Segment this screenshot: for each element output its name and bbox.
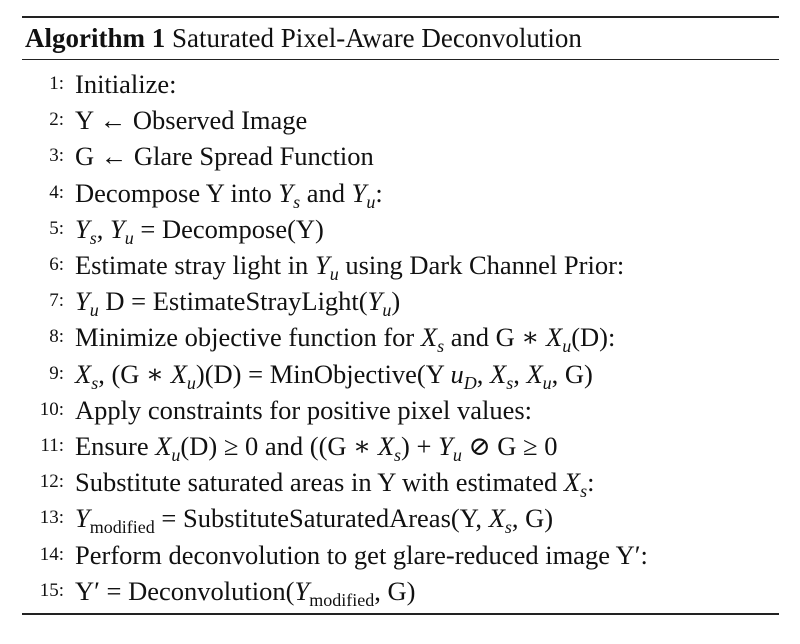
line-number: 3: bbox=[49, 145, 64, 167]
line-text: Ymodified = SubstituteSaturatedAreas(Y, … bbox=[75, 503, 554, 538]
line-text: Y′ = Deconvolution(Ymodified, G) bbox=[75, 575, 416, 610]
line-text: Yu D = EstimateStrayLight(Yu) bbox=[75, 286, 401, 320]
line-number: 1: bbox=[49, 73, 64, 94]
line-number: 9: bbox=[49, 362, 64, 384]
line-text: Minimize objective function for Xs and G… bbox=[75, 322, 616, 357]
line-number: 14: bbox=[39, 543, 64, 565]
bottom-rule bbox=[22, 613, 779, 615]
line-text: G ← Glare Spread Function bbox=[75, 141, 374, 172]
line-text: Decompose Y into Ys and Yu: bbox=[75, 177, 383, 212]
line-text: Perform deconvolution to get glare-reduc… bbox=[75, 539, 648, 570]
line-number: 8: bbox=[49, 326, 64, 348]
line-number: 6: bbox=[49, 254, 64, 275]
line-number: 12: bbox=[39, 471, 64, 493]
algorithm-caption: Algorithm 1 Saturated Pixel-Aware Deconv… bbox=[25, 21, 582, 55]
line-number: 7: bbox=[49, 290, 64, 312]
line-text: Substitute saturated areas in Y with est… bbox=[75, 467, 595, 501]
line-text: Initialize: bbox=[75, 69, 177, 99]
line-number: 15: bbox=[39, 579, 64, 601]
line-number: 10: bbox=[39, 398, 64, 420]
top-rule bbox=[22, 16, 779, 18]
line-text: Y ← Observed Image bbox=[75, 105, 308, 136]
line-number: 5: bbox=[49, 217, 64, 239]
line-number: 13: bbox=[39, 507, 64, 529]
line-text: Ensure Xu(D) ≥ 0 and ((G ∗ Xs) + Yu ⊘ G … bbox=[75, 431, 558, 465]
line-number: 2: bbox=[49, 109, 64, 131]
line-text: Apply constraints for positive pixel val… bbox=[75, 394, 533, 425]
caption-rule bbox=[22, 59, 779, 60]
line-number: 11: bbox=[40, 435, 64, 456]
algorithm-title: Saturated Pixel-Aware Deconvolution bbox=[171, 23, 582, 53]
line-text: Xs, (G ∗ Xu)(D) = MinObjective(Y uD, Xs,… bbox=[75, 358, 593, 393]
line-text: Estimate stray light in Yu using Dark Ch… bbox=[75, 250, 625, 284]
algorithm-label: Algorithm 1 bbox=[25, 23, 166, 53]
line-text: Ys, Yu = Decompose(Y) bbox=[75, 213, 324, 248]
line-number: 4: bbox=[49, 181, 64, 203]
